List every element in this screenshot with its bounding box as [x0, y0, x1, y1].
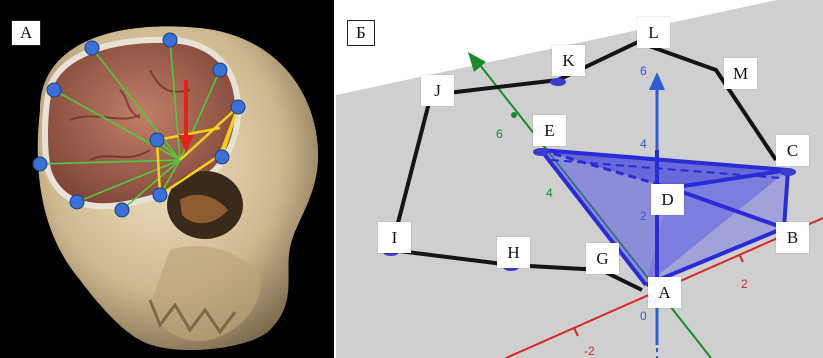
z-tick-0: 0	[640, 309, 647, 323]
vertex-label-m: M	[724, 58, 757, 89]
y-tick-6: 6	[496, 127, 503, 141]
vertex-label-g: G	[586, 243, 619, 274]
vertex-label-a: A	[648, 277, 681, 308]
vertex-label-b: B	[776, 222, 809, 253]
z-tick-4: 4	[640, 137, 647, 151]
skull-rendering	[0, 0, 334, 358]
vertex-label-h: H	[497, 237, 530, 268]
vertex-label-k: K	[552, 45, 585, 76]
x-tick-neg2: -2	[584, 344, 595, 358]
vertex-label-i: I	[378, 222, 411, 253]
vertex-label-j: J	[421, 75, 454, 106]
panel-b-tag: Б	[347, 20, 375, 46]
z-tick-6: 6	[640, 64, 647, 78]
vertex-label-c: C	[776, 135, 809, 166]
y-tick-4: 4	[546, 186, 553, 200]
panel-a-tag: А	[11, 20, 41, 46]
vertex-label-d: D	[651, 184, 684, 215]
vertex-label-e: E	[533, 115, 566, 146]
z-tick-2: 2	[640, 209, 647, 223]
vertex-label-l: L	[637, 17, 670, 48]
skull-panel: А	[0, 0, 334, 358]
x-tick-2: 2	[741, 277, 748, 291]
geometry-panel: 6 4 2 0 6 4 2 -2 L K M J E C D B I H G A…	[336, 0, 823, 358]
